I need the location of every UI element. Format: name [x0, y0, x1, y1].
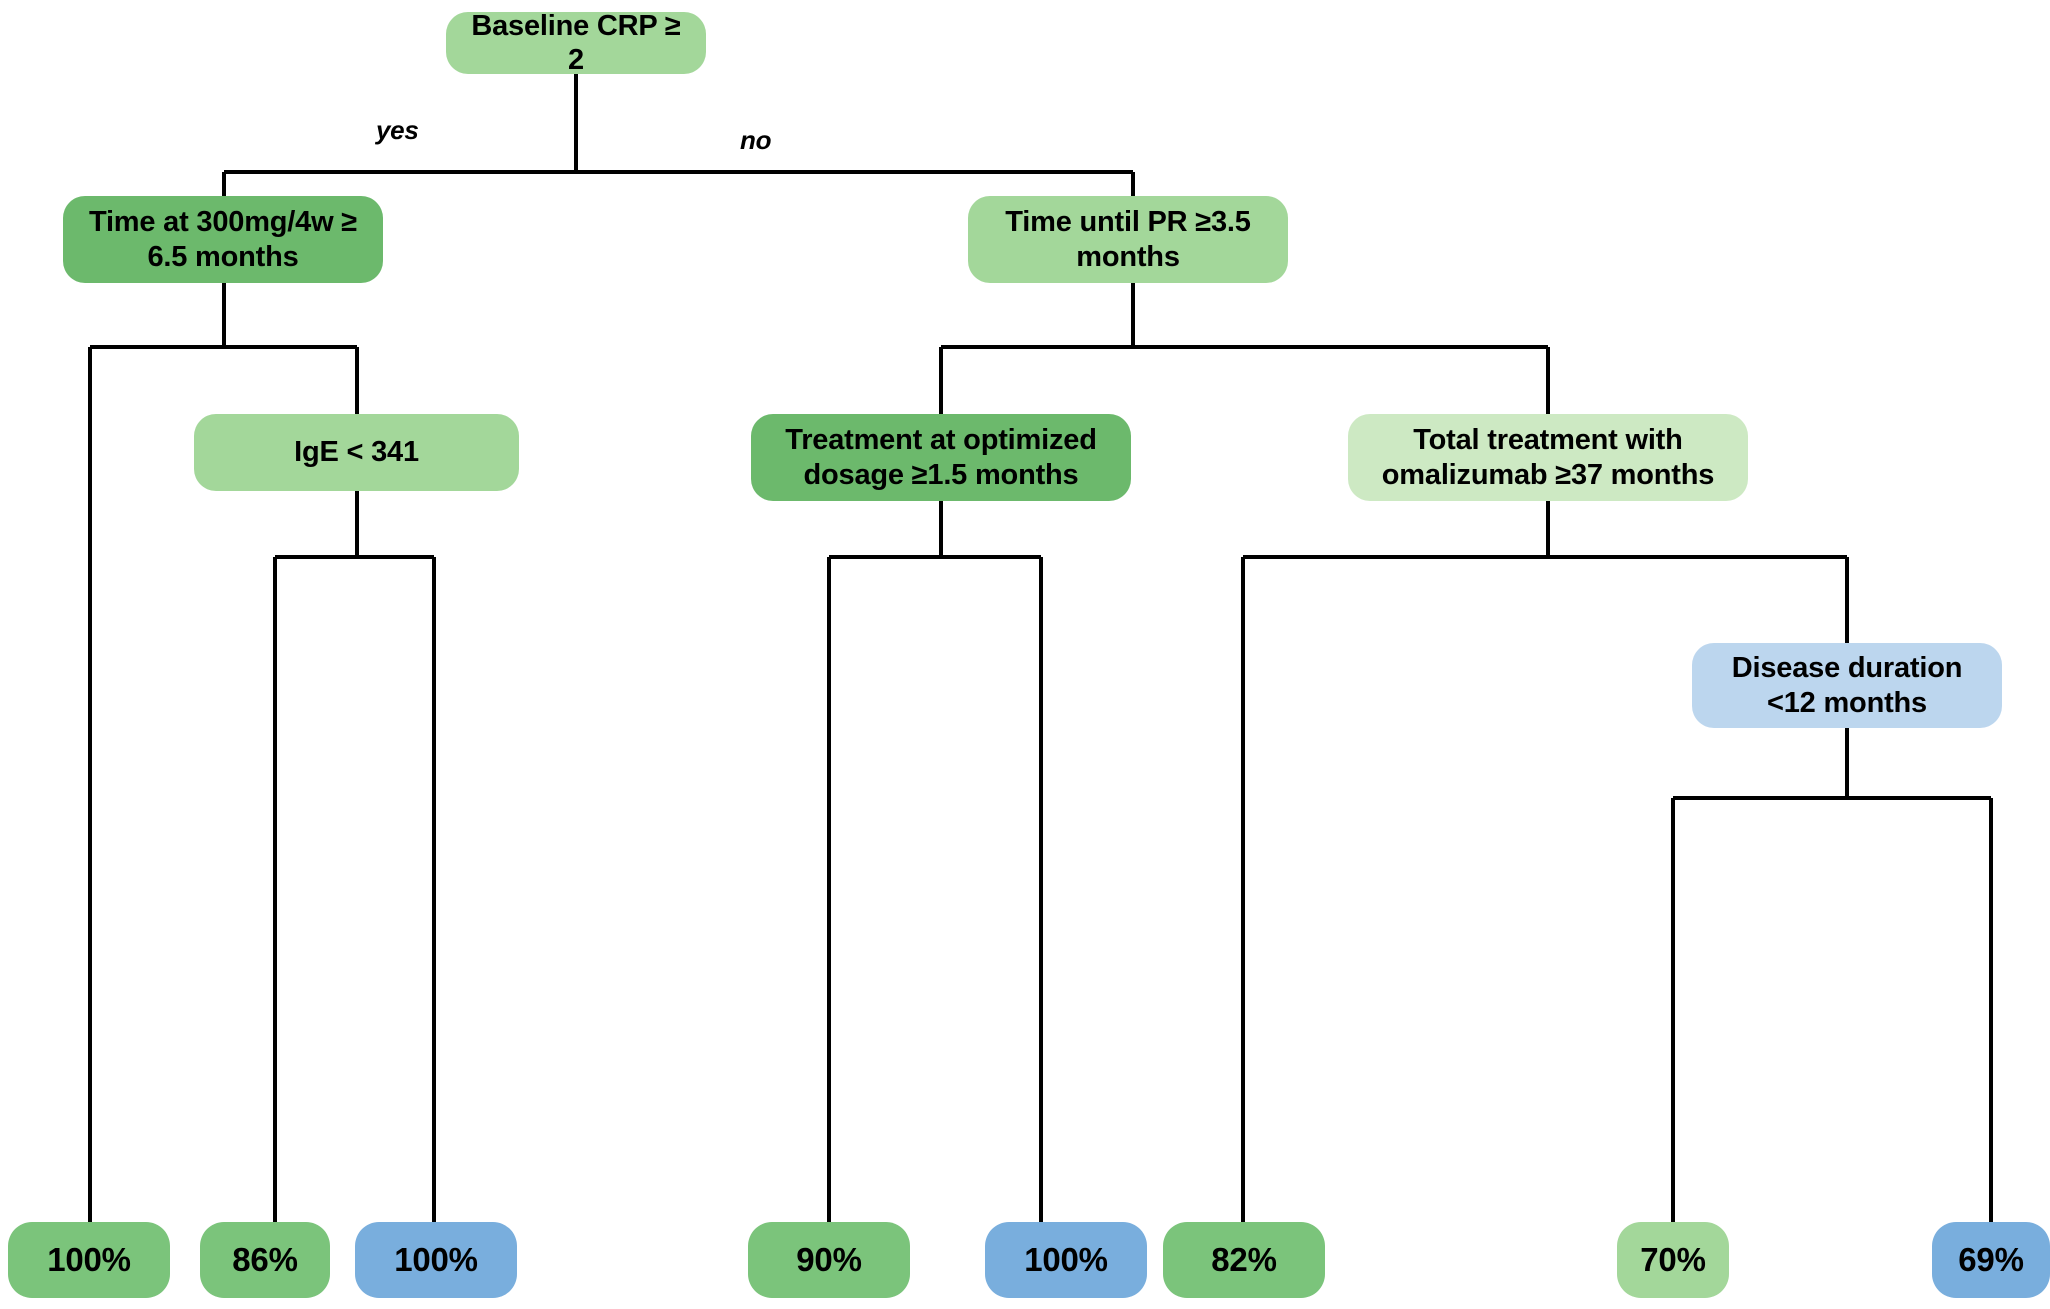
decision-node-time-300mg[interactable]: Time at 300mg/4w ≥ 6.5 months	[63, 196, 383, 283]
node-label: 90%	[796, 1240, 862, 1278]
node-label: 69%	[1958, 1240, 2024, 1278]
node-label: Total treatment with omalizumab ≥37 mont…	[1381, 424, 1715, 491]
leaf-node-leaf-70[interactable]: 70%	[1617, 1222, 1729, 1298]
leaf-node-leaf-69[interactable]: 69%	[1932, 1222, 2050, 1298]
label-yes: yes	[376, 115, 419, 145]
leaf-node-leaf-100b[interactable]: 100%	[355, 1222, 517, 1298]
node-label: Baseline CRP ≥ 2	[471, 9, 681, 76]
node-label: 86%	[232, 1240, 298, 1278]
node-label: Disease duration <12 months	[1731, 652, 1963, 719]
leaf-node-leaf-86[interactable]: 86%	[200, 1222, 330, 1298]
node-label: IgE < 341	[294, 436, 419, 469]
decision-node-disease-duration[interactable]: Disease duration <12 months	[1692, 643, 2002, 728]
node-label: Treatment at optimized dosage ≥1.5 month…	[785, 424, 1097, 491]
leaf-node-leaf-100a[interactable]: 100%	[8, 1222, 170, 1298]
decision-node-root[interactable]: Baseline CRP ≥ 2	[446, 9, 706, 76]
decision-node-treatment-optimized[interactable]: Treatment at optimized dosage ≥1.5 month…	[751, 414, 1131, 501]
node-label: 70%	[1640, 1240, 1706, 1278]
decision-node-total-treatment[interactable]: Total treatment with omalizumab ≥37 mont…	[1348, 414, 1748, 501]
decision-node-time-until-pr[interactable]: Time until PR ≥3.5 months	[968, 196, 1288, 283]
node-label: Time until PR ≥3.5 months	[1005, 206, 1251, 273]
node-label: Time at 300mg/4w ≥ 6.5 months	[88, 206, 358, 273]
node-label: 100%	[47, 1240, 131, 1278]
leaf-node-leaf-90[interactable]: 90%	[748, 1222, 910, 1298]
decision-node-ige[interactable]: IgE < 341	[194, 414, 519, 491]
leaf-node-leaf-82[interactable]: 82%	[1163, 1222, 1325, 1298]
node-label: 100%	[394, 1240, 478, 1278]
label-no: no	[740, 125, 772, 155]
node-label: 82%	[1211, 1240, 1277, 1278]
node-label: 100%	[1024, 1240, 1108, 1278]
leaf-node-leaf-100c[interactable]: 100%	[985, 1222, 1147, 1298]
connector-root-to-right	[930, 170, 1135, 196]
